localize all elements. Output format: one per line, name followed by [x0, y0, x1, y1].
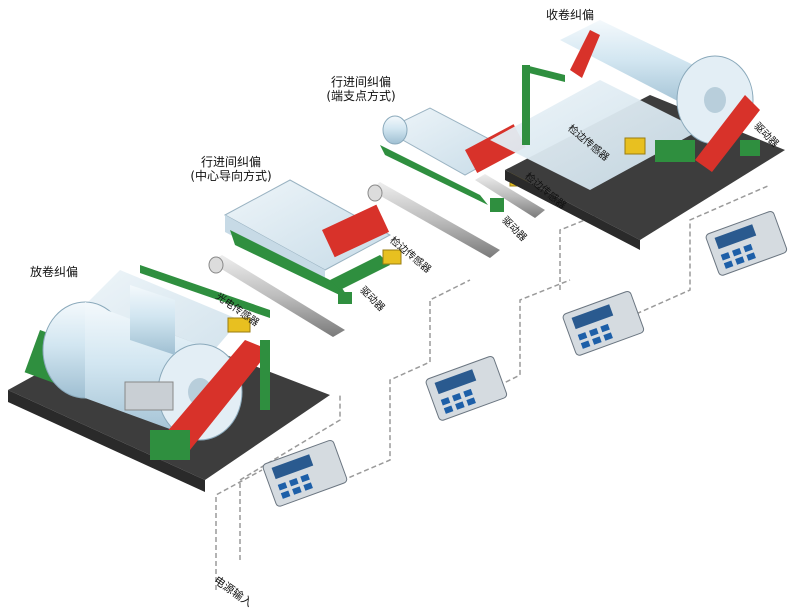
photo-sensor-icon	[227, 317, 251, 333]
unwind-station	[8, 265, 330, 492]
label-web-center-line2: (中心导向方式)	[190, 169, 272, 183]
center-guide-red-frame	[322, 204, 390, 258]
label-web-center-guide: 行进间纠偏 (中心导向方式)	[186, 155, 276, 183]
edge-sensor-icon-1	[382, 249, 402, 265]
idler-rolls	[208, 174, 545, 337]
label-web-edge-line2: (端支点方式)	[326, 89, 396, 103]
rewind-red-frame	[695, 95, 760, 172]
label-web-center-line1: 行进间纠偏	[200, 155, 261, 169]
controller-2	[425, 356, 508, 421]
controller-1	[262, 439, 348, 507]
label-rewind: 收卷纠偏	[546, 8, 595, 22]
edge-sensor-icon-3	[624, 137, 646, 155]
unwind-red-frame	[160, 340, 270, 450]
rewind-station	[490, 20, 785, 250]
label-unwind: 放卷纠偏	[30, 265, 79, 279]
label-web-edge-pivot: 行进间纠偏 (端支点方式)	[316, 75, 406, 103]
controller-3	[562, 291, 645, 356]
center-guide-station	[223, 179, 402, 304]
label-web-edge-line1: 行进间纠偏	[330, 75, 391, 89]
controller-4	[705, 211, 788, 276]
